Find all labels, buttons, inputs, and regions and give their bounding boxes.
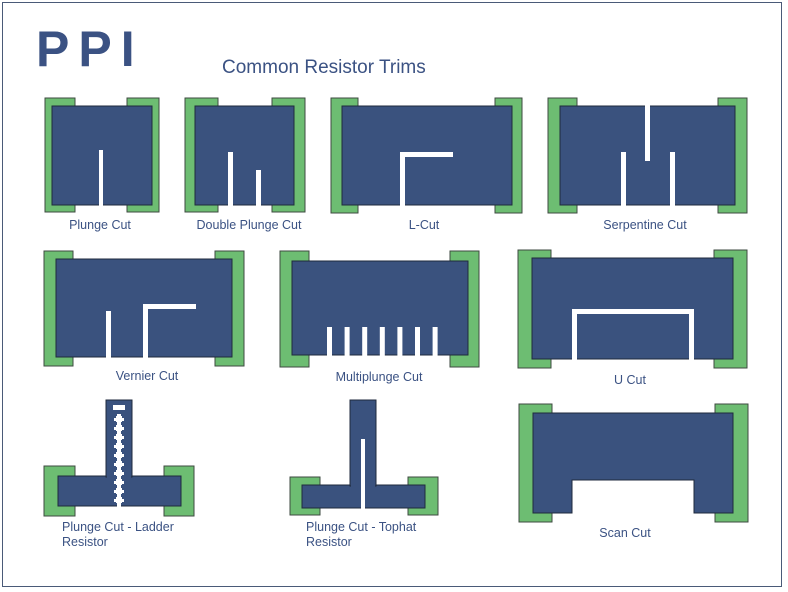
serpentine-cut-1 — [621, 152, 626, 206]
ladder-top-cut — [113, 405, 125, 410]
u-cut-top — [572, 309, 694, 314]
multiplunge-cut — [362, 327, 368, 356]
ladder-cuts — [114, 414, 124, 508]
multiplunge-cut — [432, 327, 438, 356]
l-cut-horizontal — [143, 304, 196, 309]
trim-u-cut: U Cut — [517, 249, 748, 387]
trim-l-cut: L-Cut — [330, 97, 523, 232]
trim-label: U Cut — [614, 373, 646, 387]
resistor-body — [194, 105, 295, 206]
multiplunge-cut — [415, 327, 420, 356]
trim-label: Double Plunge Cut — [197, 218, 302, 232]
multiplunge-cut — [379, 327, 385, 356]
trim-vernier-cut: Vernier Cut — [43, 250, 245, 383]
trim-label-line2: Resistor — [62, 535, 108, 549]
trim-label-line1: Plunge Cut - Ladder — [62, 520, 174, 534]
u-cut-right — [689, 309, 694, 360]
trim-ladder-resistor: Plunge Cut - Ladder Resistor — [43, 399, 195, 549]
l-cut-horizontal — [400, 152, 453, 157]
ladder-plunge-cut — [117, 414, 121, 508]
trim-label-line2: Resistor — [306, 535, 352, 549]
trim-label: Serpentine Cut — [603, 218, 687, 232]
trim-tophat-resistor: Plunge Cut - Tophat Resistor — [289, 399, 439, 549]
l-cut-vertical — [400, 152, 405, 206]
multiplunge-cut — [327, 327, 332, 356]
plunge-cut — [99, 150, 103, 206]
plunge-cut-1 — [228, 152, 233, 206]
trim-label: Multiplunge Cut — [336, 370, 423, 384]
trim-plunge-cut: Plunge Cut — [44, 97, 160, 232]
plunge-cut — [106, 311, 111, 358]
serpentine-cut-3 — [670, 152, 675, 206]
trim-label: L-Cut — [409, 218, 440, 232]
plunge-cut — [361, 439, 365, 509]
plunge-cut-2 — [256, 170, 261, 206]
trim-scan-cut: Scan Cut — [518, 403, 749, 540]
l-cut-vertical — [143, 304, 148, 358]
page-title: Common Resistor Trims — [222, 57, 426, 78]
trim-label: Vernier Cut — [116, 369, 179, 383]
resistor-body — [531, 257, 734, 360]
multiplunge-cut — [397, 327, 403, 356]
u-cut-left — [572, 309, 577, 360]
serpentine-cut-2 — [645, 105, 650, 161]
ppi-logo: PPI — [36, 21, 144, 77]
trim-serpentine-cut: Serpentine Cut — [547, 97, 748, 232]
trim-label: Scan Cut — [599, 526, 651, 540]
plunge-cuts — [327, 327, 438, 356]
trim-multiplunge-cut: Multiplunge Cut — [279, 250, 480, 384]
trim-label-line1: Plunge Cut - Tophat — [306, 520, 417, 534]
trim-double-plunge-cut: Double Plunge Cut — [184, 97, 306, 232]
trim-label: Plunge Cut — [69, 218, 131, 232]
multiplunge-cut — [344, 327, 350, 356]
resistor-body — [532, 412, 734, 514]
